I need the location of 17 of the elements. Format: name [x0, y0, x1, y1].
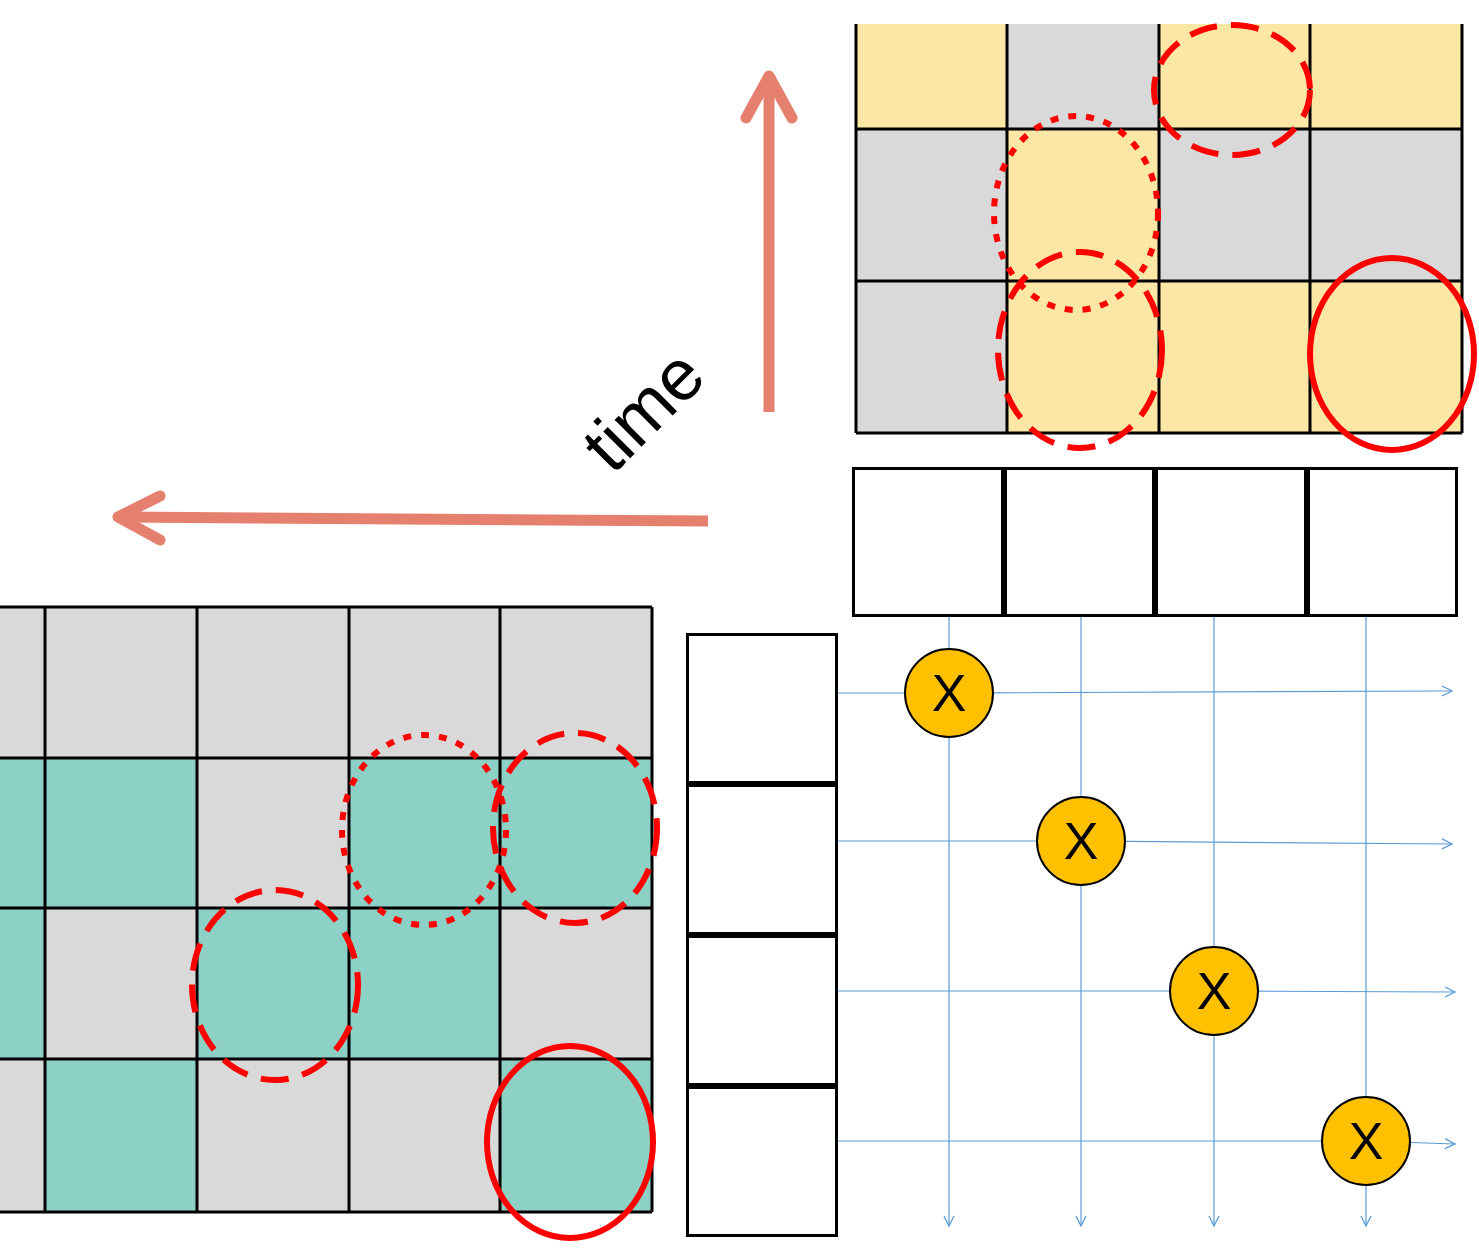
arrow: [1075, 885, 1087, 1227]
arrow: [1125, 838, 1453, 850]
operator-label: X: [1348, 1115, 1384, 1167]
empty-box: [686, 1086, 838, 1237]
empty-box: [686, 633, 838, 784]
arrow: [1360, 1185, 1372, 1227]
operator-label: X: [1196, 965, 1232, 1017]
operator-label: X: [1063, 815, 1099, 867]
arrow: [943, 737, 955, 1227]
operator-label: X: [931, 667, 967, 719]
axis-label: time: [569, 336, 717, 484]
arrow: [1410, 1138, 1456, 1150]
arrow: [993, 685, 1453, 697]
empty-box: [686, 935, 838, 1086]
arrow: [1258, 986, 1456, 998]
empty-box: [686, 784, 838, 935]
arrow: [1208, 1035, 1220, 1227]
